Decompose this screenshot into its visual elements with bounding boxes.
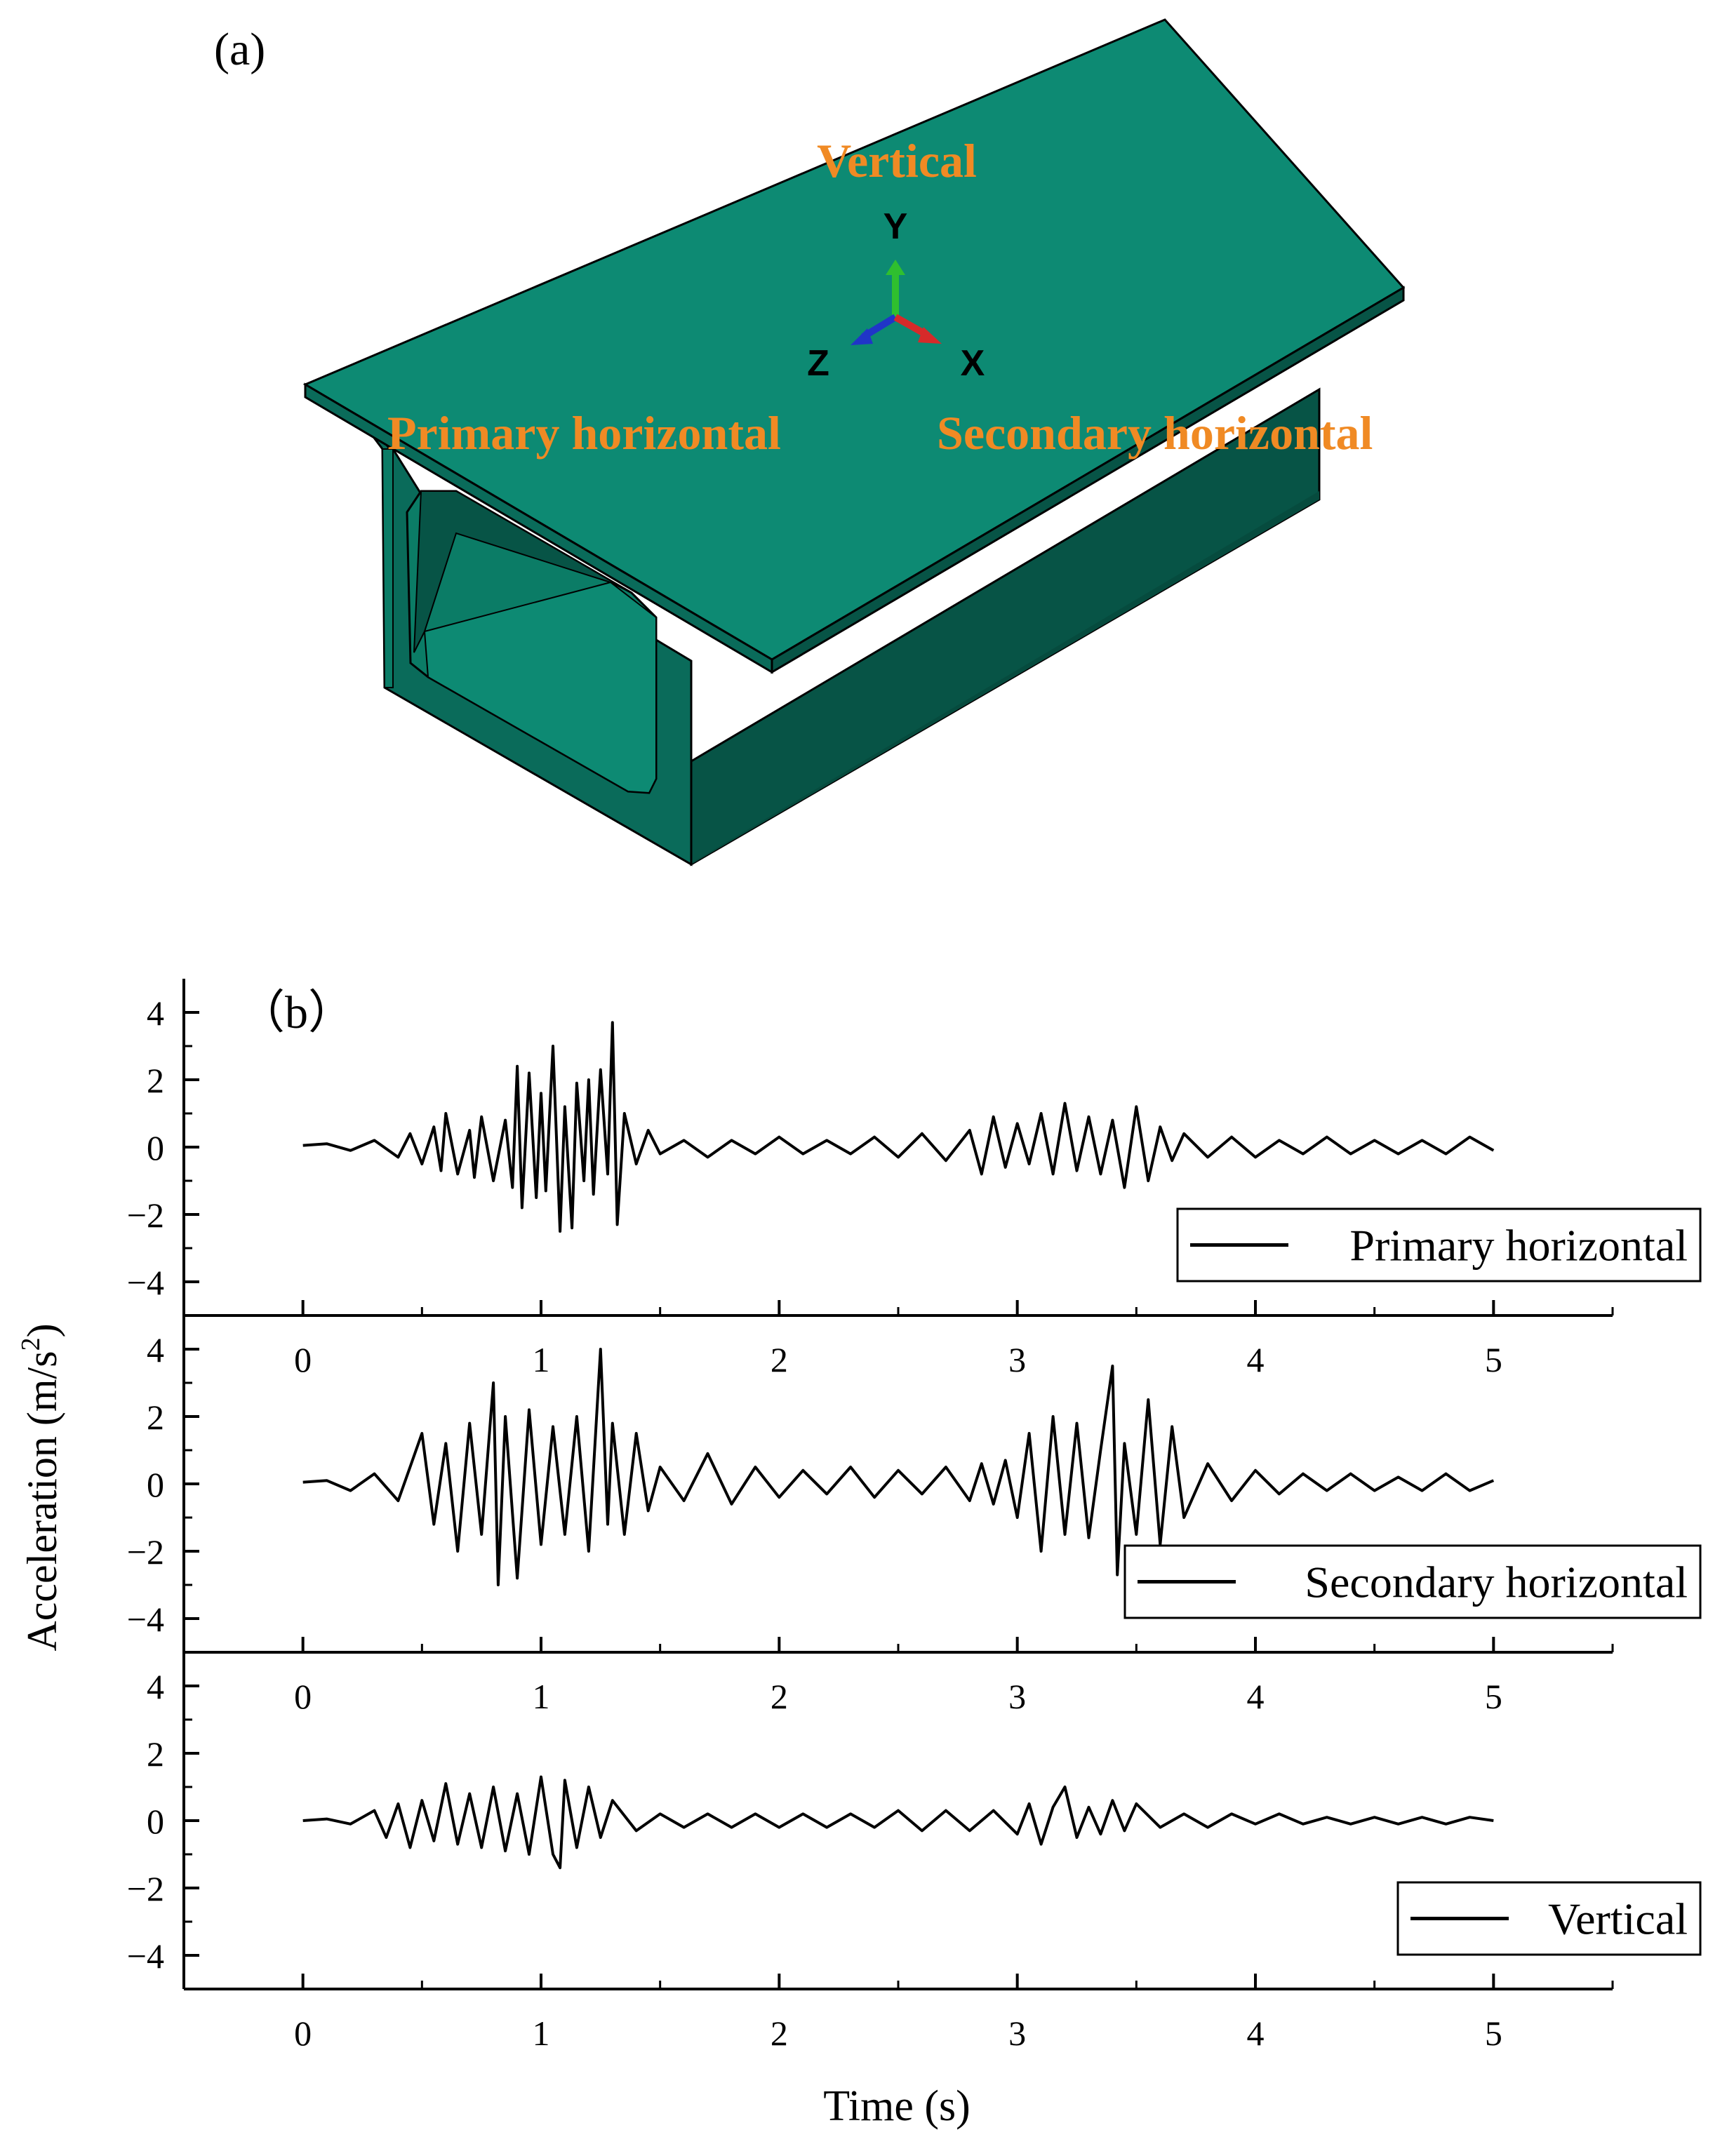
triad-y-label: Y <box>883 206 908 247</box>
y-tick-label: 0 <box>147 1465 164 1504</box>
y-tick-label: 2 <box>147 1061 164 1100</box>
y-tick-label: 0 <box>147 1802 164 1841</box>
y-tick-label: −4 <box>127 1936 164 1976</box>
legend: Vertical <box>1396 1881 1702 1956</box>
legend-label: Primary horizontal <box>1349 1221 1688 1271</box>
panel-a-label: (a) <box>214 24 265 75</box>
x-tick-label: 3 <box>1008 1677 1026 1716</box>
x-axis-title: Time (s) <box>823 2082 971 2130</box>
x-tick-label: 1 <box>533 1340 550 1379</box>
x-tick-label: 2 <box>771 2014 788 2053</box>
y-tick-label: 4 <box>147 1667 164 1706</box>
y-tick-label: 4 <box>147 1330 164 1370</box>
x-tick-label: 2 <box>771 1340 788 1379</box>
x-tick-label: 5 <box>1485 2014 1502 2053</box>
x-tick-label: 4 <box>1247 2014 1265 2053</box>
x-tick-label: 1 <box>533 2014 550 2053</box>
legend: Secondary horizontal <box>1123 1544 1702 1619</box>
chart-panel-1: 4 2 0 −2 −4 0 1 2 3 4 5 Primary horizontal <box>127 979 1702 1379</box>
label-primary-direction: Primary horizontal <box>387 406 781 460</box>
triad-z-label: Z <box>807 343 829 384</box>
x-tick-label: 3 <box>1008 1340 1026 1379</box>
x-tick-label: 4 <box>1247 1677 1265 1716</box>
y-tick-label: 2 <box>147 1398 164 1437</box>
y-tick-label: −2 <box>127 1196 164 1235</box>
y-tick-label: −4 <box>127 1263 164 1302</box>
panel-a: (a) Vertical Primary horizontal Secondar… <box>214 18 1406 866</box>
x-tick-label: 0 <box>294 1677 312 1716</box>
panel-b-label: （b） <box>239 987 354 1038</box>
girder-cell-inner-wall <box>413 490 632 653</box>
y-tick-label: 2 <box>147 1734 164 1774</box>
series-line <box>302 1348 1495 1586</box>
box-girder-model <box>302 18 1406 866</box>
chart-stack: 4 2 0 −2 −4 0 1 2 3 4 5 Primary horizontal 4 2 0 −2 −4 0 1… <box>127 979 1702 2053</box>
x-tick-label: 0 <box>294 2014 312 2053</box>
x-tick-label: 4 <box>1247 1340 1265 1379</box>
girder-left-web <box>381 448 394 688</box>
coordinate-triad: Y Z X <box>807 206 985 384</box>
triad-x-arrow <box>918 327 942 344</box>
triad-z-arrow <box>851 328 873 345</box>
girder-cell-floor <box>423 581 657 794</box>
legend: Primary horizontal <box>1176 1207 1702 1283</box>
series-line <box>302 1775 1494 1870</box>
triad-x-label: X <box>961 343 985 384</box>
x-tick-label: 1 <box>533 1677 550 1716</box>
x-tick-label: 2 <box>771 1677 788 1716</box>
x-tick-label: 5 <box>1485 1340 1502 1379</box>
legend-label: Secondary horizontal <box>1305 1558 1688 1607</box>
triad-y-arrow <box>886 260 905 275</box>
x-tick-label: 5 <box>1485 1677 1502 1716</box>
y-tick-label: −2 <box>127 1869 164 1908</box>
girder-bottom-face <box>691 491 1319 864</box>
x-tick-label: 0 <box>294 1340 312 1379</box>
y-tick-label: 4 <box>147 993 164 1033</box>
y-tick-label: −2 <box>127 1532 164 1572</box>
panel-b: （b） Acceleration (m/s2) Time (s) 4 2 0 −2 −4… <box>16 979 1702 2130</box>
label-secondary-direction: Secondary horizontal <box>937 406 1373 460</box>
series-line <box>302 1021 1495 1233</box>
girder-deck-edge-right <box>771 286 1405 674</box>
label-vertical-direction: Vertical <box>817 134 977 187</box>
legend-label: Vertical <box>1548 1894 1688 1944</box>
y-tick-label: 0 <box>147 1128 164 1167</box>
x-tick-label: 3 <box>1008 2014 1026 2053</box>
y-axis-title: Acceleration (m/s2) <box>16 1323 65 1651</box>
y-tick-label: −4 <box>127 1600 164 1639</box>
